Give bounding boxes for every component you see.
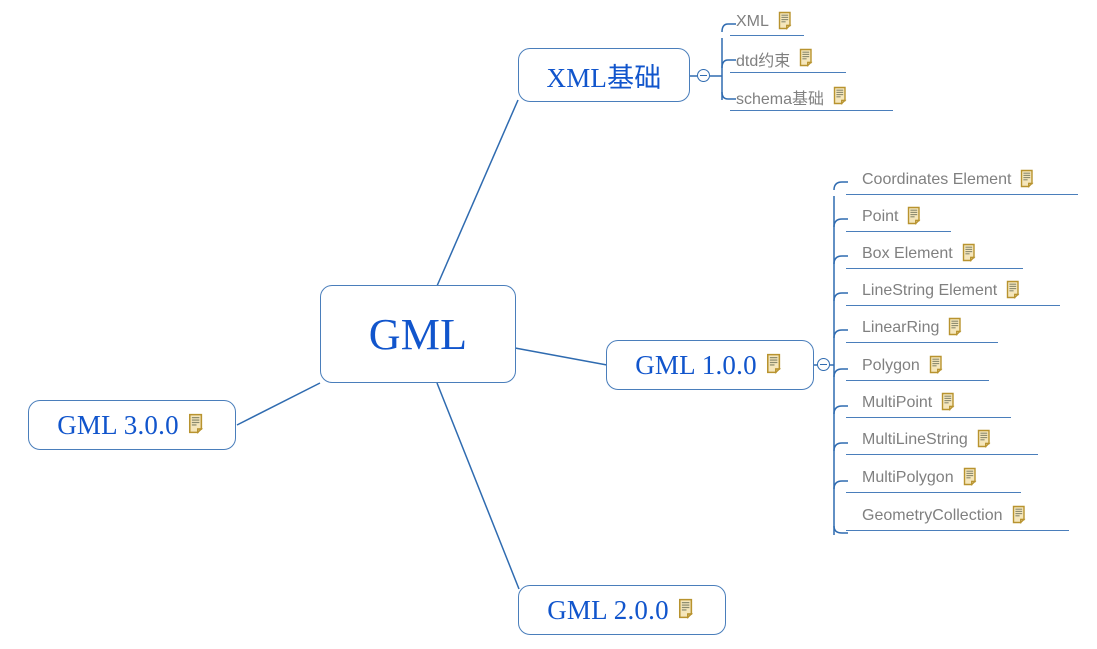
leaf-label: schema基础 xyxy=(736,91,825,108)
leaf-underline xyxy=(846,342,998,344)
leaf-underline xyxy=(846,268,1023,270)
collapse-toggle-xml-basics[interactable] xyxy=(697,69,710,82)
hook-g1-4 xyxy=(833,292,848,302)
leaf-label: Point xyxy=(862,208,899,225)
leaf-underline xyxy=(846,305,1060,307)
edge-root-to-gml-1 xyxy=(514,347,608,366)
note-icon xyxy=(1012,505,1029,529)
leaf-label: GeometryCollection xyxy=(862,507,1003,524)
hook-g1-6 xyxy=(833,368,848,378)
leaf-underline xyxy=(846,231,951,233)
branch-node-gml-2[interactable]: GML 2.0.0 xyxy=(518,585,726,635)
leaf-item-polygon[interactable]: Polygon xyxy=(856,355,952,379)
leaf-underline xyxy=(846,380,989,382)
hook-g1-9 xyxy=(833,480,848,490)
hook-g1-1 xyxy=(833,181,848,191)
leaf-label: Coordinates Element xyxy=(862,171,1012,188)
branch-node-label: GML 1.0.0 xyxy=(635,349,757,380)
note-icon xyxy=(778,11,795,35)
leaf-item-linestring-element[interactable]: LineString Element xyxy=(856,280,1029,304)
note-icon xyxy=(188,413,207,439)
note-icon xyxy=(766,353,785,379)
note-icon xyxy=(678,598,697,624)
root-node-label: GML xyxy=(368,309,468,359)
collapse-toggle-gml-1[interactable] xyxy=(817,358,830,371)
leaf-label: MultiLineString xyxy=(862,431,968,448)
note-icon xyxy=(963,467,980,491)
note-icon xyxy=(1020,169,1037,193)
root-node-gml[interactable]: GML xyxy=(320,285,516,383)
leaf-underline xyxy=(730,35,804,37)
branch-node-label: XML基础 xyxy=(546,62,662,93)
leaf-label: Box Element xyxy=(862,245,953,262)
note-icon xyxy=(929,355,946,379)
leaf-underline xyxy=(846,530,1069,532)
note-icon xyxy=(977,429,994,453)
leaf-item-schema[interactable]: schema基础 xyxy=(730,86,856,110)
edge-root-to-gml-2 xyxy=(436,382,520,590)
leaf-label: XML xyxy=(736,13,769,30)
branch-node-label: GML 2.0.0 xyxy=(547,594,669,625)
leaf-label: LineString Element xyxy=(862,282,998,299)
hook-g1-2 xyxy=(833,218,848,228)
leaf-item-multilinestring[interactable]: MultiLineString xyxy=(856,429,1000,453)
leaf-label: LinearRing xyxy=(862,319,940,336)
hook-g1-5 xyxy=(833,329,848,339)
leaf-label: MultiPoint xyxy=(862,394,933,411)
leaf-item-box-element[interactable]: Box Element xyxy=(856,243,985,267)
branch-node-xml-basics[interactable]: XML基础 xyxy=(518,48,690,102)
note-icon xyxy=(941,392,958,416)
note-icon xyxy=(1006,280,1023,304)
leaf-label: dtd约束 xyxy=(736,53,791,70)
branch-node-gml-3[interactable]: GML 3.0.0 xyxy=(28,400,236,450)
leaf-label: MultiPolygon xyxy=(862,469,954,486)
leaf-item-multipoint[interactable]: MultiPoint xyxy=(856,392,964,416)
hook-g1-7 xyxy=(833,405,848,415)
leaf-item-geometrycollection[interactable]: GeometryCollection xyxy=(856,505,1035,529)
leaf-item-multipolygon[interactable]: MultiPolygon xyxy=(856,467,986,491)
leaf-underline xyxy=(730,72,846,74)
hook-g1-3 xyxy=(833,255,848,265)
note-icon xyxy=(948,317,965,341)
leaf-underline xyxy=(846,454,1038,456)
note-icon xyxy=(833,86,850,110)
note-icon xyxy=(799,48,816,72)
leaf-underline xyxy=(730,110,893,112)
note-icon xyxy=(907,206,924,230)
branch-node-gml-1[interactable]: GML 1.0.0 xyxy=(606,340,814,390)
leaf-item-dtd[interactable]: dtd约束 xyxy=(730,48,822,72)
leaf-underline xyxy=(846,194,1078,196)
leaf-item-xml[interactable]: XML xyxy=(730,11,801,35)
leaf-underline xyxy=(846,417,1011,419)
edge-root-to-xml-basics xyxy=(436,99,519,287)
leaf-item-linearring[interactable]: LinearRing xyxy=(856,317,971,341)
note-icon xyxy=(962,243,979,267)
leaf-label: Polygon xyxy=(862,357,920,374)
hook-g1-8 xyxy=(833,442,848,452)
leaf-underline xyxy=(846,492,1021,494)
leaf-item-coordinates-element[interactable]: Coordinates Element xyxy=(856,169,1043,193)
leaf-item-point[interactable]: Point xyxy=(856,206,930,230)
branch-node-label: GML 3.0.0 xyxy=(57,409,179,440)
edge-root-to-gml-3 xyxy=(236,382,321,426)
